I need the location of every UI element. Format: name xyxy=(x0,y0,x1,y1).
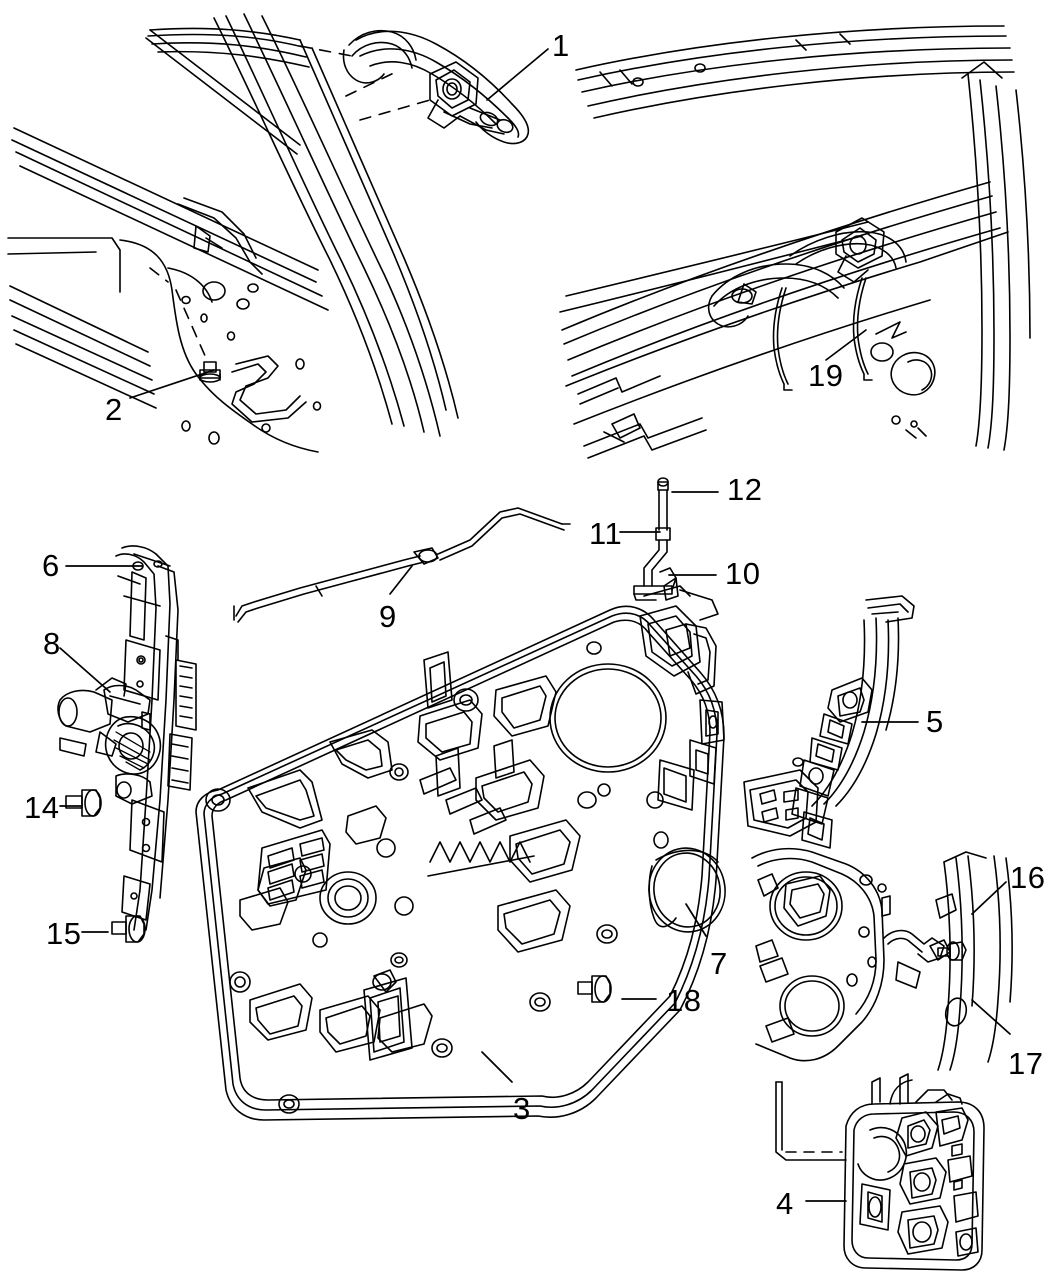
callout-number-11: 11 xyxy=(589,516,623,551)
callout-number-9: 9 xyxy=(379,599,397,634)
callout-number-7: 7 xyxy=(710,946,728,981)
callout-number-8: 8 xyxy=(43,626,61,661)
callout-number-14: 14 xyxy=(24,790,60,825)
window-regulator-assembly xyxy=(57,545,197,943)
door-module-carrier-3 xyxy=(195,585,725,1121)
latch-bolt-18 xyxy=(577,975,612,1003)
callout-number-15: 15 xyxy=(46,916,82,951)
callout-number-12: 12 xyxy=(727,472,763,507)
callout-number-16: 16 xyxy=(1010,860,1046,895)
callout-number-4: 4 xyxy=(776,1186,794,1221)
callout-number-6: 6 xyxy=(42,548,60,583)
lock-rod-assembly xyxy=(633,477,679,601)
handle-link-rod-9 xyxy=(233,507,571,623)
callout-number-2: 2 xyxy=(105,392,123,427)
upper-right-inner-door-view xyxy=(559,25,1031,459)
callout-number-3: 3 xyxy=(513,1091,531,1126)
callout-number-5: 5 xyxy=(926,704,944,739)
callout-number-18: 18 xyxy=(666,983,702,1018)
callout-number-17: 17 xyxy=(1008,1046,1044,1081)
callout-number-19: 19 xyxy=(808,358,844,393)
callout-number-10: 10 xyxy=(725,556,761,591)
callout-number-1: 1 xyxy=(552,28,570,63)
upper-left-door-frame-view xyxy=(7,13,530,453)
door-latch-assembly-4 xyxy=(775,1073,985,1271)
door-check-view xyxy=(751,847,1013,1071)
rear-channel-5 xyxy=(743,595,915,849)
